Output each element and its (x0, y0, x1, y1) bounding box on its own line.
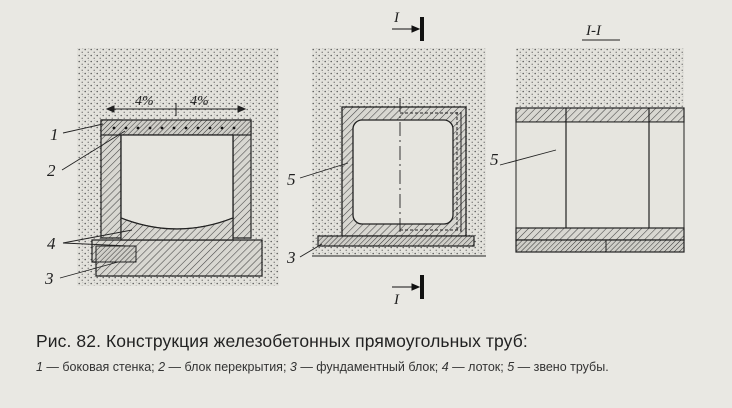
foundation-middle (317, 235, 475, 247)
legend-text-3: — фундаментный блок; (296, 360, 442, 374)
foundation-step (95, 245, 137, 263)
legend-text-5: — звено трубы. (514, 360, 609, 374)
caption-legend: 1 — боковая стенка; 2 — блок перекрытия;… (36, 360, 706, 375)
tray (120, 217, 234, 241)
legend-text-1: — боковая стенка; (42, 360, 159, 374)
pipe-bottom-band (515, 227, 685, 241)
leader-lines-left (59, 123, 133, 279)
legend-text-4: — лоток; (448, 360, 508, 374)
label-5-middle: 5 (287, 170, 296, 189)
dimension-label-right: 4% (190, 94, 209, 109)
caption-title: Рис. 82. Конструкция железобетонных прям… (36, 331, 528, 351)
section-mark-bottom-label: I (393, 292, 400, 308)
pipe-top-band (515, 107, 685, 123)
pipe-interior (515, 121, 685, 229)
section-mark-top (392, 17, 424, 41)
label-3-middle: 3 (286, 248, 296, 267)
figure-caption: Рис. 82. Конструкция железобетонных прям… (36, 331, 706, 375)
label-3-left: 3 (44, 269, 54, 288)
cover-block (100, 119, 252, 136)
section-view: I-I 5 (490, 23, 685, 253)
leader-lines-middle (299, 162, 349, 258)
foundation-right (515, 239, 685, 253)
legend-num-1: 1 (36, 360, 43, 374)
cross-section-view: 4% 4% 1 2 4 3 (44, 48, 279, 288)
wall-reinforcement (400, 112, 462, 232)
longitudinal-view: I I 5 3 (286, 10, 486, 308)
label-5-right: 5 (490, 150, 499, 169)
label-1: 1 (50, 125, 59, 144)
pipe-construction-drawing: 4% 4% 1 2 4 3 (44, 10, 685, 308)
dimension-label-left: 4% (135, 94, 154, 109)
cover-rebar (112, 126, 236, 130)
side-wall-right (232, 119, 252, 239)
section-mark-bottom (392, 275, 424, 299)
legend-num-3: 3 (289, 360, 297, 374)
legend-num-5: 5 (507, 360, 515, 374)
label-2: 2 (47, 161, 56, 180)
legend-num-2: 2 (158, 360, 166, 374)
pipe-joints (565, 108, 650, 240)
legend-text-2: — блок перекрытия; (165, 360, 290, 374)
pipe-opening-middle (352, 119, 454, 225)
side-wall-left (100, 119, 122, 239)
pipe-opening-left (120, 134, 234, 230)
section-title: I-I (585, 23, 602, 39)
section-mark-top-label: I (393, 10, 400, 26)
legend-num-4: 4 (441, 360, 449, 374)
dimension-line (105, 103, 247, 116)
label-4: 4 (47, 234, 56, 253)
